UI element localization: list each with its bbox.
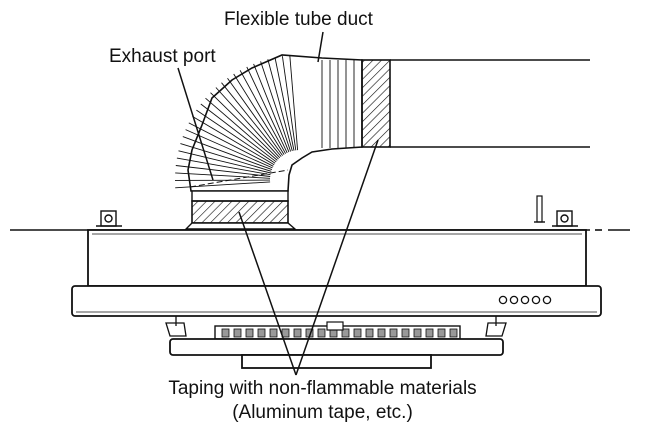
- control-buttons: [498, 295, 552, 305]
- duct-ridge: [253, 63, 290, 153]
- grille-cell: [365, 328, 374, 338]
- rigid-duct: [390, 59, 590, 148]
- grille-cell: [245, 328, 254, 338]
- grille-cell: [269, 328, 278, 338]
- exhaust-port-inner-line: [189, 169, 289, 188]
- duct-ridge: [176, 157, 271, 176]
- grille-cell: [425, 328, 434, 338]
- duct-ridge: [178, 150, 271, 174]
- control-button: [531, 295, 541, 305]
- flexible-tube-duct: [174, 54, 363, 192]
- grille-cell: [341, 328, 350, 338]
- bottom-panel: [169, 338, 504, 369]
- duct-ridge: [205, 97, 278, 161]
- duct-ridge: [200, 103, 277, 163]
- duct-ridge: [267, 59, 293, 152]
- grille-cell: [389, 328, 398, 338]
- filter-grille: [214, 321, 461, 340]
- duct-ridge: [289, 55, 299, 151]
- label-taping-note: (Aluminum tape, etc.): [232, 402, 413, 423]
- label-taping: Taping with non-flammable materials: [168, 378, 477, 399]
- bolt: [534, 195, 545, 223]
- control-button: [509, 295, 519, 305]
- duct-ridge: [192, 116, 275, 166]
- grille-cell: [221, 328, 230, 338]
- exhaust-port: [184, 190, 297, 230]
- duct-ridge: [180, 143, 272, 172]
- duct-ridge: [185, 129, 273, 169]
- mounting-bracket-right: [552, 210, 578, 227]
- duct-ridge: [175, 165, 271, 177]
- duct-ridge: [196, 109, 276, 164]
- range-hood-body: [71, 229, 602, 317]
- duct-ridge: [246, 66, 288, 154]
- leader-taping-duct: [295, 139, 379, 376]
- duct-ridge: [175, 172, 271, 179]
- duct-ridge: [215, 87, 281, 159]
- leader-flexible-tube-duct: [317, 31, 324, 63]
- duct-ridge: [188, 122, 274, 167]
- grille-cell: [377, 328, 386, 338]
- grille-cell: [401, 328, 410, 338]
- grille-cell: [317, 328, 326, 338]
- leader-exhaust-port: [177, 67, 214, 181]
- leader-lines: [177, 31, 379, 376]
- duct-ridge: [210, 92, 279, 160]
- duct-ridge: [274, 57, 295, 151]
- tape-duct-end: [361, 59, 391, 148]
- duct-ridge: [233, 73, 285, 155]
- duct-corrugations: [174, 55, 355, 189]
- grille-cell: [233, 328, 242, 338]
- control-button: [542, 295, 552, 305]
- mounting-bracket-left: [96, 210, 122, 227]
- label-exhaust-port: Exhaust port: [109, 46, 216, 67]
- control-button: [498, 295, 508, 305]
- grille-cell: [353, 328, 362, 338]
- grille-cell: [437, 328, 446, 338]
- control-button: [520, 295, 530, 305]
- grille-cell: [257, 328, 266, 338]
- duct-ridge: [221, 82, 282, 157]
- leader-taping-port: [238, 211, 297, 376]
- duct-ridge: [239, 70, 286, 154]
- tape-exhaust-port: [191, 200, 289, 224]
- duct-ridge: [182, 136, 273, 171]
- hood-supports: [165, 316, 507, 337]
- grille-cell: [413, 328, 422, 338]
- duct-ridge: [281, 56, 297, 151]
- label-flexible-tube-duct: Flexible tube duct: [224, 9, 373, 30]
- grille-cell: [449, 328, 458, 338]
- duct-ridge: [260, 61, 292, 152]
- duct-ridge: [227, 77, 283, 156]
- grille-cell: [293, 328, 302, 338]
